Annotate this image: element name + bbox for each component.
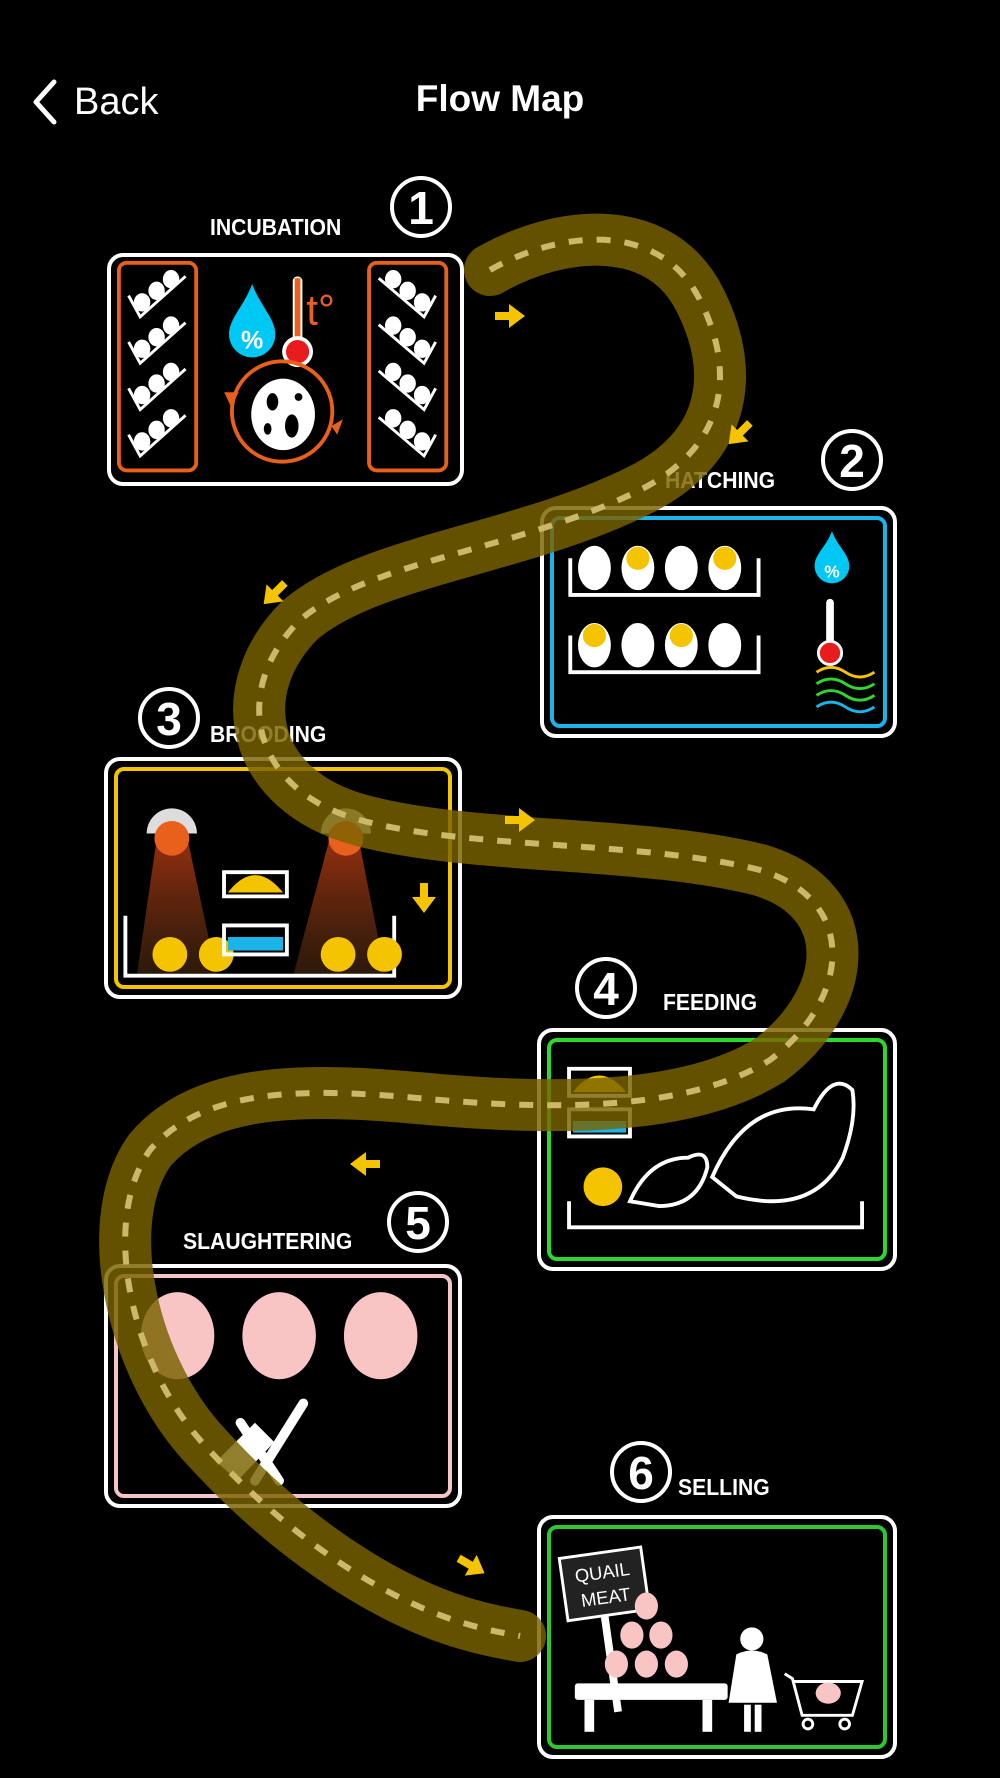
brooding-illustration xyxy=(123,808,402,978)
slaughtering-card[interactable] xyxy=(104,1264,462,1508)
step-label-feeding: FEEDING xyxy=(663,989,758,1015)
arrow-down-left-icon xyxy=(263,580,288,605)
hatching-card[interactable]: % xyxy=(540,506,897,738)
step-number-2: 2 xyxy=(821,429,883,491)
arrow-down-icon xyxy=(728,420,753,445)
step-number-4: 4 xyxy=(575,957,637,1019)
selling-illustration: QUAIL MEAT xyxy=(557,1545,865,1732)
arrow-right-icon xyxy=(495,304,525,328)
chevron-left-icon xyxy=(33,79,57,125)
step-label-selling: SELLING xyxy=(678,1474,770,1500)
back-button[interactable]: Back xyxy=(28,78,158,126)
incubator-illustration: % t° xyxy=(116,260,449,473)
step-label-hatching: HATCHING xyxy=(665,467,776,493)
step-number-6: 6 xyxy=(610,1441,672,1503)
knife-cleaver-icon xyxy=(216,1398,309,1486)
step-number-5: 5 xyxy=(387,1191,449,1253)
brooding-card[interactable] xyxy=(104,757,462,999)
svg-text:%: % xyxy=(824,562,839,582)
arrow-left-icon xyxy=(350,1152,380,1176)
arrow-down-right-icon xyxy=(456,1554,485,1576)
step-number-1: 1 xyxy=(390,176,452,238)
arrow-right-icon xyxy=(505,808,535,832)
feeding-illustration xyxy=(567,1066,864,1230)
hatching-illustration: % xyxy=(568,531,876,714)
incubation-card[interactable]: % t° xyxy=(107,253,464,486)
slaughtering-illustration xyxy=(140,1292,418,1486)
feeding-card[interactable] xyxy=(537,1028,897,1271)
selling-card[interactable]: QUAIL MEAT xyxy=(537,1515,897,1759)
step-label-slaughtering: SLAUGHTERING xyxy=(183,1228,353,1254)
svg-text:t°: t° xyxy=(306,288,335,335)
step-label-brooding: BROODING xyxy=(210,721,327,747)
step-label-incubation: INCUBATION xyxy=(210,214,342,240)
step-number-3: 3 xyxy=(138,687,200,749)
back-label: Back xyxy=(74,80,159,123)
shopping-cart-icon xyxy=(783,1672,865,1731)
page-title: Flow Map xyxy=(415,78,585,119)
shopper-icon xyxy=(728,1627,777,1732)
svg-text:%: % xyxy=(241,327,263,355)
